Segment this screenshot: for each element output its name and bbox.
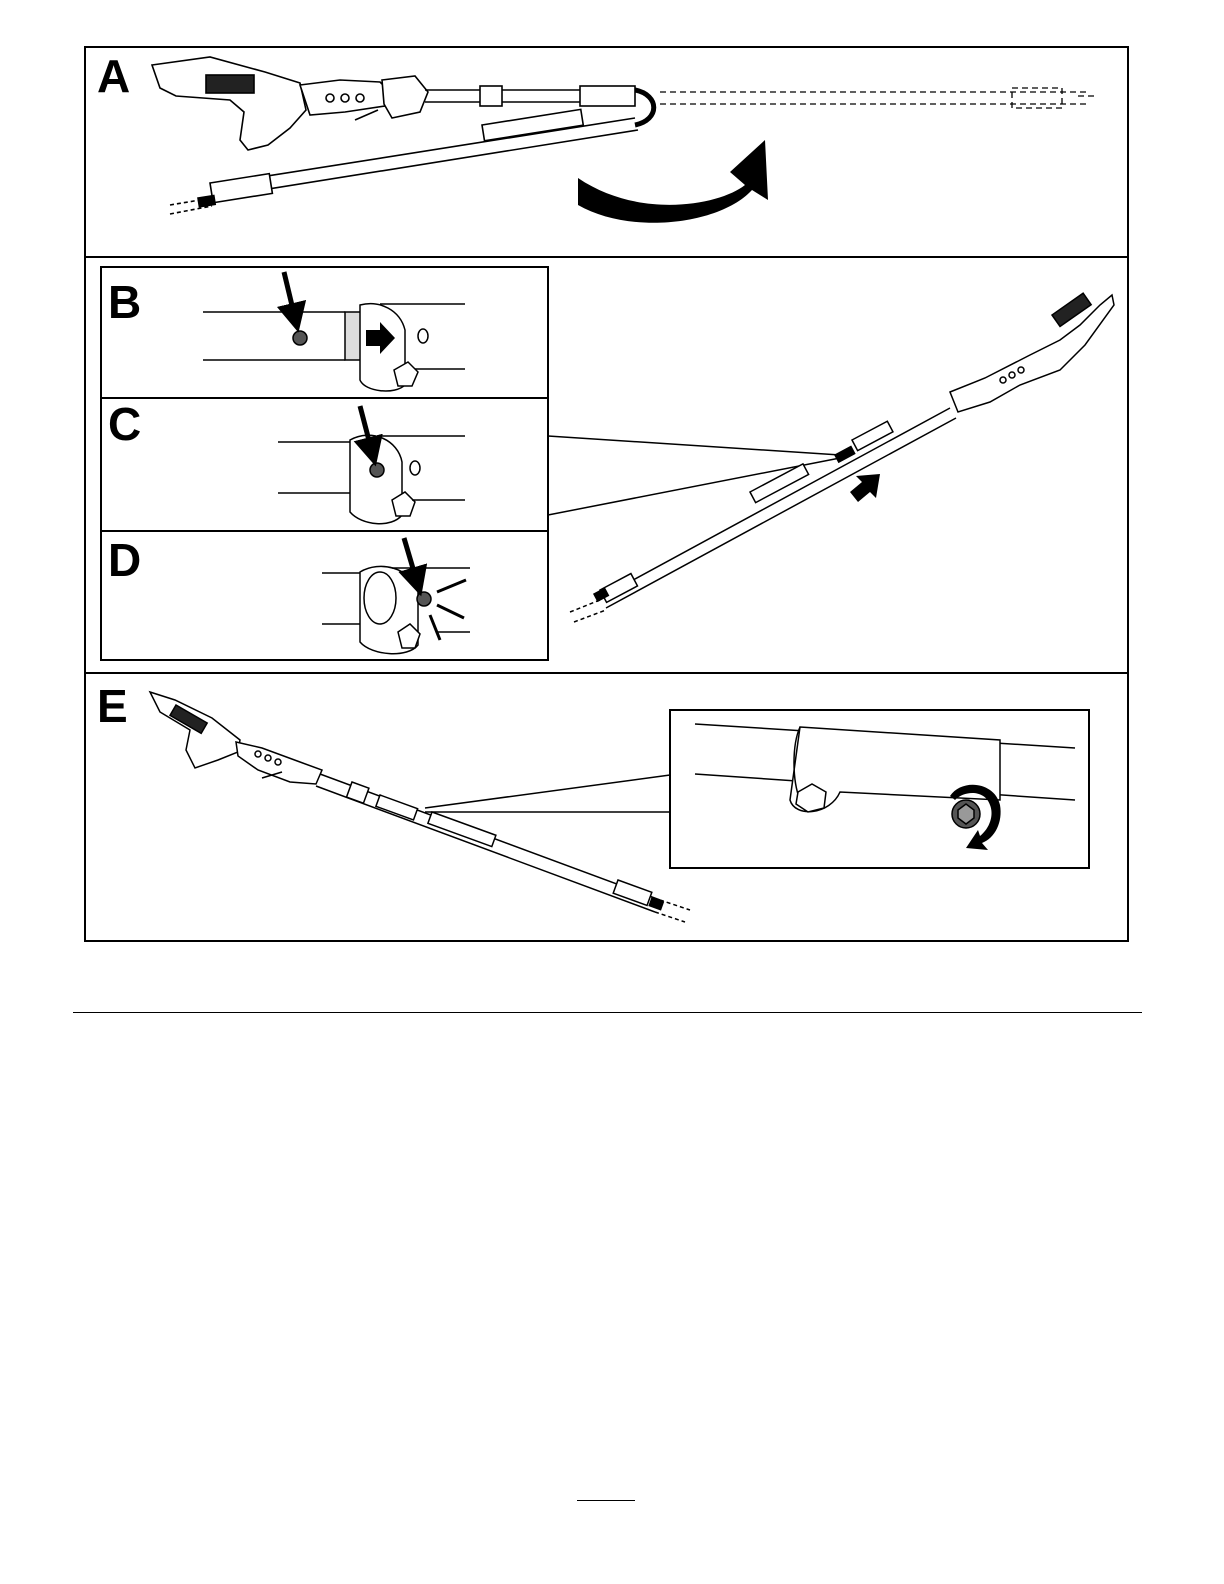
zoom-connector-e <box>425 775 670 812</box>
panel-label-c: C <box>108 398 141 450</box>
rotate-direction-arrow <box>578 140 768 223</box>
panel-c: C <box>101 398 548 531</box>
panel-d-frame <box>101 531 548 660</box>
section-divider <box>73 1012 1142 1013</box>
panel-b: B <box>101 267 548 398</box>
panel-a: A <box>97 50 1095 223</box>
unfolded-position-outline <box>660 88 1095 108</box>
power-head-illustration <box>152 57 428 150</box>
assembly-figure: A <box>0 0 1224 960</box>
panel-e: E <box>97 680 1089 922</box>
panel-c-frame <box>101 398 548 531</box>
panel-label-a: A <box>97 50 130 102</box>
click-indicator <box>430 580 466 640</box>
footer-divider <box>577 1500 635 1501</box>
pole-illustration-e <box>150 692 690 922</box>
pointer-arrow <box>284 272 295 318</box>
assembled-pole-illustration <box>570 293 1114 622</box>
panel-label-d: D <box>108 534 141 586</box>
insert-direction-arrow <box>850 474 880 502</box>
panel-d: D <box>101 531 548 660</box>
panel-label-b: B <box>108 276 141 328</box>
clamp-detail-b <box>203 304 465 391</box>
panel-b-frame <box>101 267 548 398</box>
panel-label-e: E <box>97 680 128 732</box>
clamp-detail-e <box>695 724 1075 828</box>
